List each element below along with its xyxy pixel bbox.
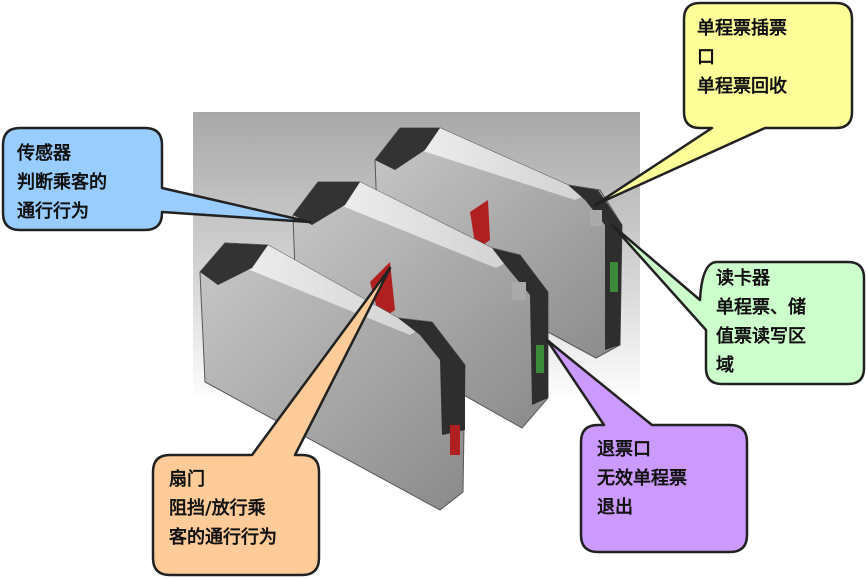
callout-line: 退出 [597,497,633,518]
indicator-back [610,262,618,292]
indicator-middle [536,345,544,373]
callout-line: 传感器 [17,143,71,164]
callout-line: 退票口 [597,439,651,460]
callout-line: 值票读写区 [716,326,806,347]
callout-flap-door: 扇门 阻挡/放行乘 客的通行行为 [169,465,277,552]
callout-line: 单程票插票 [697,18,787,39]
callout-line: 无效单程票 [597,468,687,489]
callout-line: 客的通行行为 [169,527,277,548]
callout-yellow-bubble [593,1,854,207]
callout-ticket-slot: 单程票插票 口 单程票回收 [697,14,787,101]
callout-line: 阻挡/放行乘 [169,498,266,519]
callout-line: 单程票回收 [697,76,787,97]
callout-line: 判断乘客的 [17,172,107,193]
indicator-front [450,425,460,455]
callout-return-slot: 退票口 无效单程票 退出 [597,435,687,522]
callout-line: 读卡器 [716,268,770,289]
flap-door-back [470,200,490,250]
callout-blue-bubble [1,126,312,232]
callout-line: 扇门 [169,469,205,490]
callout-orange-bubble [151,266,392,577]
callout-card-reader: 读卡器 单程票、储 值票读写区 域 [716,264,806,380]
callout-line: 通行行为 [17,201,89,222]
callout-purple-bubble [545,338,749,554]
callout-line: 域 [716,355,734,376]
callout-line: 口 [697,47,715,68]
callout-green-bubble [610,223,866,386]
card-reader-middle [512,282,526,300]
card-reader-back [590,210,602,226]
callout-line: 单程票、储 [716,297,806,318]
callout-sensor: 传感器 判断乘客的 通行行为 [17,139,107,226]
